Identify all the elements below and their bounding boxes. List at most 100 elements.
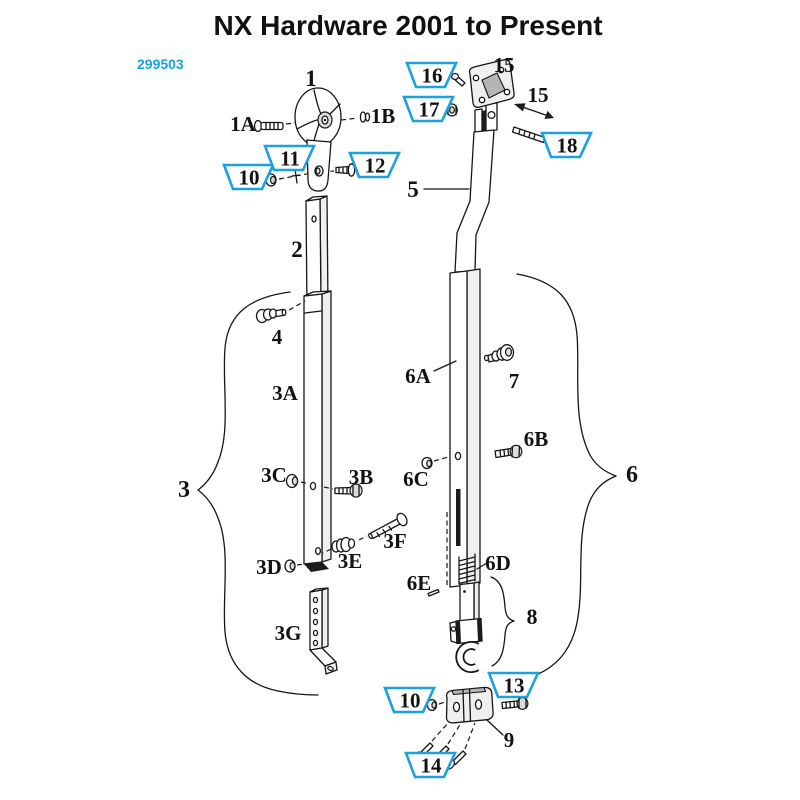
nut-6c [421,456,449,470]
svg-text:1B: 1B [371,104,396,128]
svg-text:8: 8 [527,604,538,629]
label-6c: 6C [403,467,429,491]
washer-1b [359,111,371,123]
svg-text:1: 1 [305,66,317,91]
svg-text:6C: 6C [403,467,429,491]
brace-6 [502,273,617,691]
label-17: 17 [402,95,456,123]
label-5: 5 [407,177,419,202]
svg-text:13: 13 [504,674,525,698]
svg-text:15: 15 [528,83,549,107]
svg-text:14: 14 [421,754,443,778]
label-16: 16 [405,61,459,89]
label-8: 8 [527,604,538,629]
label-15-arrow: 15 [528,83,549,107]
label-3d: 3D [256,555,282,579]
svg-text:10: 10 [239,166,260,190]
svg-text:16: 16 [422,64,443,88]
svg-text:3F: 3F [383,529,406,553]
screw-12 [335,163,356,177]
knob-7 [483,344,515,363]
labels-layer: 1 1A 1B 10 11 12 2 4 3A 3 3C 3B 3D 3E 3F 3G 5 16 17 15 15 18 6… [178,53,638,779]
svg-text:3C: 3C [261,463,287,487]
bolt-1a [253,119,284,133]
caster-knob-assembly [253,87,371,192]
svg-text:2: 2 [291,237,303,262]
svg-text:6E: 6E [407,571,432,595]
bracket-9 [445,686,494,724]
pointer-6d [476,562,488,570]
svg-text:3D: 3D [256,555,282,579]
label-15-bracket: 15 [494,53,515,77]
nut-10-bottom [426,698,438,712]
svg-text:5: 5 [407,177,419,202]
bushing-3e [322,536,356,554]
catalog-number: 299503 [137,56,184,72]
svg-text:3B: 3B [349,465,374,489]
label-6e: 6E [407,571,432,595]
svg-text:18: 18 [557,134,578,158]
pin-11 [291,168,301,184]
svg-text:3G: 3G [275,621,302,645]
svg-text:6D: 6D [485,551,511,575]
pointer-6a [433,360,457,372]
label-10-bottom: 10 [383,686,437,714]
label-13: 13 [487,671,541,699]
brace-8 [490,576,515,667]
pointer-9 [486,719,504,736]
label-3b: 3B [349,465,374,489]
label-6a: 6A [405,364,432,388]
upper-channel-2 [305,195,329,312]
label-9: 9 [504,728,515,752]
double-arrow-15 [514,103,554,119]
svg-text:6B: 6B [524,427,549,451]
diagram-title: NX Hardware 2001 to Present [213,10,603,41]
nut-3d [284,559,305,573]
svg-text:6: 6 [626,462,638,488]
label-3: 3 [178,477,190,503]
svg-text:11: 11 [280,147,300,171]
svg-text:6A: 6A [405,364,432,388]
bolt-3f [358,512,408,541]
label-11: 11 [263,144,317,172]
label-6: 6 [626,462,638,488]
label-3e: 3E [338,549,363,573]
label-6d: 6D [485,551,511,575]
knob-part-1 [294,87,342,192]
svg-text:17: 17 [419,98,440,122]
label-3g: 3G [275,621,302,645]
label-4: 4 [272,325,283,349]
svg-text:7: 7 [509,369,520,393]
svg-text:12: 12 [365,154,386,178]
svg-text:1A: 1A [230,112,257,136]
label-14: 14 [404,751,458,779]
label-1: 1 [305,66,317,91]
label-1a: 1A [230,112,257,136]
spring-6d [458,553,488,585]
bolt-6b [494,444,523,459]
nut-3c [285,473,310,489]
rafter-arm-5 [423,102,498,273]
brace-3 [197,291,319,696]
svg-text:15: 15 [494,53,515,77]
knob-4 [255,300,306,324]
slider-hook-8 [449,581,483,673]
bolt-13 [501,697,529,710]
label-10-top: 10 [222,163,276,191]
svg-text:3E: 3E [338,549,363,573]
lower-arm-channel-6a [433,268,481,588]
label-6b: 6B [524,427,549,451]
screw-16 [450,72,466,87]
label-18: 18 [540,131,594,159]
svg-text:10: 10 [400,689,421,713]
svg-text:9: 9 [504,728,515,752]
label-7: 7 [509,369,520,393]
label-3a: 3A [272,381,299,405]
stake-channel-3g [309,587,338,675]
label-1b: 1B [371,104,396,128]
label-2: 2 [291,237,303,262]
svg-text:3: 3 [178,477,190,503]
pin-6e [427,512,448,597]
